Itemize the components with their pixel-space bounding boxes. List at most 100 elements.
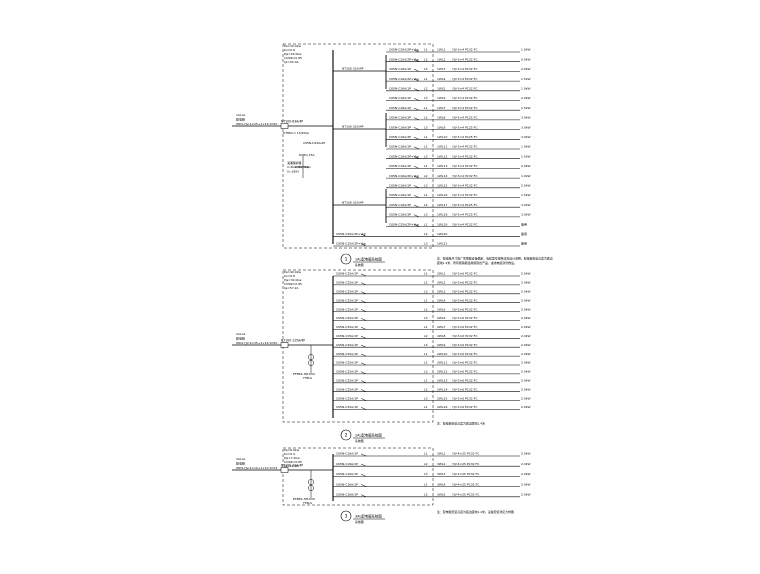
branch-cable-spec: YJV-5×4 PC25 FC xyxy=(452,135,477,139)
branch-breaker-label: C65N-C25A/1P xyxy=(336,298,358,302)
branch-circuit-id: 2WL4 xyxy=(437,298,446,302)
branch-circuit-id: 1WL8 xyxy=(437,116,446,120)
breaker-contact-symbol xyxy=(360,291,367,295)
branch-load-value: 2.0kW xyxy=(521,343,531,347)
load-parameter: COSΦ=0.85 xyxy=(284,56,302,60)
feeder-label: WD2-YJV-4×35+1×16 SC50 xyxy=(236,341,277,345)
load-parameter: Ijs=45.0A xyxy=(284,60,300,64)
breaker-contact-symbol xyxy=(360,326,367,330)
aux-breaker-label: C65N-D16A/4P xyxy=(303,141,325,145)
branch-circuit-id: 3WL2 xyxy=(437,462,446,466)
branch-load-value: 2.0kW xyxy=(521,325,531,329)
breaker-contact-symbol xyxy=(360,407,367,410)
branch-circuit-id: 1WL20 xyxy=(437,232,447,236)
branch-cable-spec: YJV-3×4 PC32 FC xyxy=(452,77,477,81)
breaker-contact-symbol xyxy=(360,353,367,357)
breaker-contact-symbol xyxy=(413,68,420,72)
branch-load-value: 2.0kW xyxy=(521,361,531,365)
sub-breaker-label: NT100-32A/4P xyxy=(342,125,364,129)
branch-breaker-label: C65N-C25A/2P+Vigi xyxy=(336,242,366,246)
branch-phase-label: L3 xyxy=(424,370,428,374)
breaker-contact-symbol xyxy=(360,335,367,339)
branch-phase-label: L3 xyxy=(424,125,428,129)
branch-cable-spec: YJV-4×25 PC32 FC xyxy=(452,462,479,466)
branch-cable-spec: YJV-4×25 PC32 FC xyxy=(452,493,479,497)
branch-cable-spec: YJV-3×6 PC32 FC xyxy=(452,361,477,365)
branch-cable-spec: YJV-3×6 PC32 FC xyxy=(452,379,477,383)
branch-breaker-label: C65N-C16A/1P xyxy=(336,462,358,466)
branch-phase-label: L3 xyxy=(424,67,428,71)
branch-circuit-id: 2WL3 xyxy=(437,290,446,294)
aux-breaker-label: DWSY-1P xyxy=(295,165,309,169)
breaker-contact-symbol xyxy=(360,282,367,286)
breaker-contact-symbol xyxy=(413,98,420,101)
branch-phase-label: L1 xyxy=(424,106,428,110)
branch-breaker-label: C65N-C20A/2P+Vigi xyxy=(389,48,419,52)
branch-load-value: 2.0kW xyxy=(521,452,531,456)
load-parameter: Pe=30.0kw xyxy=(284,44,301,48)
branch-cable-spec: YJV-3×4 PC32 FC xyxy=(452,184,477,188)
branch-breaker-label: C65N-C25A/1P xyxy=(336,325,358,329)
load-parameter: Ijs=57.2A xyxy=(284,286,300,290)
branch-phase-label: L3 xyxy=(424,343,428,347)
branch-phase-label: L3 xyxy=(424,213,428,217)
branch-circuit-id: 2WL7 xyxy=(437,325,446,329)
panel-note: 注：配电箱安装高度为底边距地1.4米，设备安装详见大样图 xyxy=(437,509,514,514)
branch-breaker-label: C65N-C16A/1P xyxy=(336,452,358,456)
breaker-contact-symbol xyxy=(360,389,367,392)
branch-circuit-id: 3WL4 xyxy=(437,482,446,486)
branch-phase-label: L2 xyxy=(424,387,428,391)
device-label: EFB82-3PL63U xyxy=(293,497,315,501)
breaker-contact-symbol xyxy=(413,224,420,227)
branch-circuit-id: 2WL14 xyxy=(437,387,447,391)
panel-caption: 3AL配电箱系统图 xyxy=(355,514,382,519)
branch-cable-spec: YJV-3×4 PC32 FC xyxy=(452,48,477,52)
branch-load-value: 2.0kW xyxy=(521,462,531,466)
breaker-contact-symbol xyxy=(413,78,420,82)
branch-load-value: 3.0kW xyxy=(521,116,531,120)
branch-phase-label: L1 xyxy=(424,272,428,276)
branch-load-value: 3.0kW xyxy=(521,135,531,139)
surge-protector-text: 浪涌保护器 xyxy=(287,160,302,165)
branch-cable-spec: YJV-3×4 PC32 FC xyxy=(452,193,477,197)
branch-cable-spec: YJV-3×6 PC32 FC xyxy=(452,352,477,356)
branch-cable-spec: YJV-3×4 PC32 FC xyxy=(452,145,477,149)
branch-breaker-label: C65N-C16A/1P xyxy=(389,145,411,149)
branch-breaker-label: C65N-C16A/2P+Vigi xyxy=(389,154,419,158)
branch-load-value: 2.0kW xyxy=(521,396,531,400)
branch-circuit-id: 2WL11 xyxy=(437,361,447,365)
branch-breaker-label: C65N-C25A/1P xyxy=(336,352,358,356)
branch-breaker-label: C65N-C16A/2P+Vigi xyxy=(389,77,419,81)
branch-breaker-label: C65N-C16A/1P xyxy=(389,67,411,71)
breaker-contact-symbol xyxy=(360,453,367,457)
branch-breaker-label: C65N-C25A/1P xyxy=(336,405,358,409)
branch-circuit-id: 1WL14 xyxy=(437,174,447,178)
load-parameter: Pe=8.0kw xyxy=(284,448,300,452)
breaker-contact-symbol xyxy=(413,185,420,189)
breaker-contact-symbol xyxy=(413,214,420,218)
breaker-contact-symbol xyxy=(413,136,420,140)
branch-load-value: 2.0kW xyxy=(521,96,531,100)
branch-phase-label: L2 xyxy=(424,145,428,149)
branch-load-value: 1.5kW xyxy=(521,106,531,110)
branch-phase-label: L1 xyxy=(424,135,428,139)
feeder-label: 配电箱 xyxy=(236,461,245,466)
branch-cable-spec: YJV-3×6 PC32 FC xyxy=(452,307,477,311)
branch-phase-label: L1 xyxy=(424,405,428,409)
branch-breaker-label: C65N-C16A/3P xyxy=(389,203,411,207)
panel-number: 3 xyxy=(345,514,348,520)
load-parameter: Pjs=32.0kw xyxy=(284,278,302,282)
panel-enclosure xyxy=(282,43,434,249)
branch-load-value: 2.0kW xyxy=(521,352,531,356)
branch-phase-label: L2 xyxy=(424,493,428,497)
branch-phase-label: L1 xyxy=(424,77,428,81)
